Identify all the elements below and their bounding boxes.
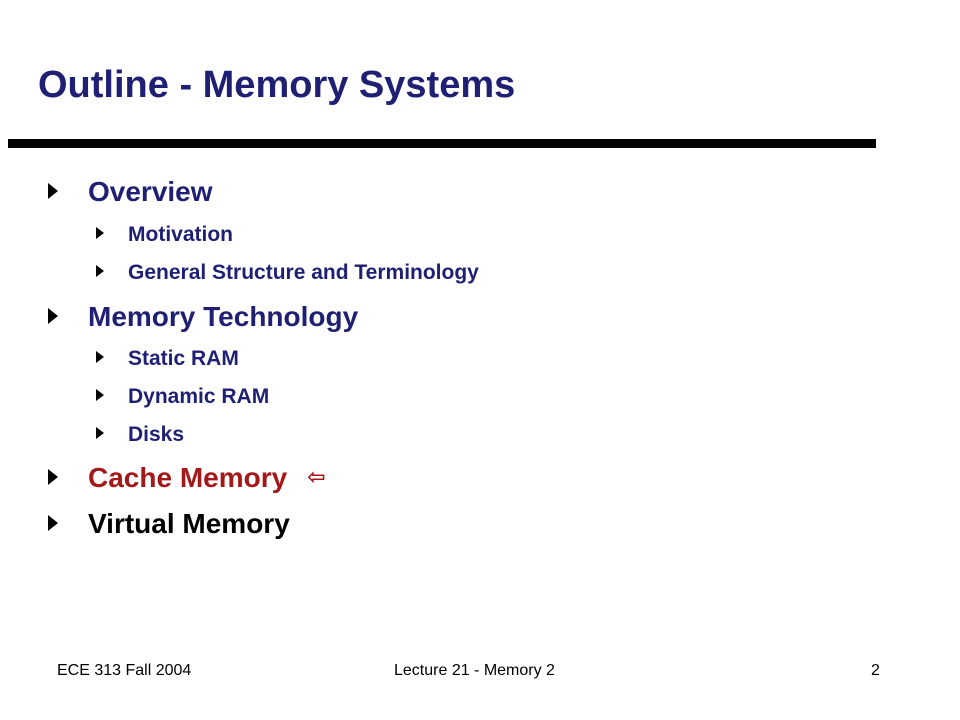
bullet-triangle-icon: [48, 307, 58, 324]
outline-item-label: Memory Technology: [88, 301, 359, 332]
title-rule: [8, 139, 876, 148]
outline-item-label: Overview: [88, 176, 213, 207]
bullet-triangle-icon: [96, 427, 104, 440]
footer-lecture: Lecture 21 - Memory 2: [394, 662, 555, 679]
bullet-triangle-icon: [48, 182, 58, 199]
outline-subitem-disks: Disks: [96, 422, 184, 448]
outline-subitem-label: Disks: [128, 423, 185, 446]
outline-item-memory-technology: Memory Technology: [48, 300, 358, 334]
outline-item-overview: Overview: [48, 175, 213, 209]
current-topic-arrow-icon: ⇦: [307, 465, 326, 490]
bullet-triangle-icon: [48, 514, 58, 531]
outline-subitem-general-structure: General Structure and Terminology: [96, 260, 479, 286]
outline-subitem-label: Dynamic RAM: [128, 385, 270, 408]
outline-item-label: Virtual Memory: [88, 508, 290, 539]
outline-item-virtual-memory: Virtual Memory: [48, 507, 290, 541]
outline-item-cache-memory: Cache Memory ⇦: [48, 461, 326, 498]
bullet-triangle-icon: [96, 265, 104, 278]
bullet-triangle-icon: [96, 351, 104, 364]
outline-subitem-label: Static RAM: [128, 347, 239, 370]
bullet-triangle-icon: [48, 468, 58, 485]
footer-course: ECE 313 Fall 2004: [57, 662, 192, 679]
bullet-triangle-icon: [96, 227, 104, 240]
outline-subitem-label: Motivation: [128, 223, 233, 246]
outline-subitem-dynamic-ram: Dynamic RAM: [96, 384, 269, 410]
outline-item-label: Cache Memory: [88, 462, 288, 493]
outline-subitem-motivation: Motivation: [96, 222, 233, 248]
bullet-triangle-icon: [96, 389, 104, 402]
outline-subitem-label: General Structure and Terminology: [128, 261, 479, 284]
slide-title: Outline - Memory Systems: [38, 64, 516, 106]
footer-page-number: 2: [871, 662, 880, 679]
outline-subitem-static-ram: Static RAM: [96, 346, 239, 372]
